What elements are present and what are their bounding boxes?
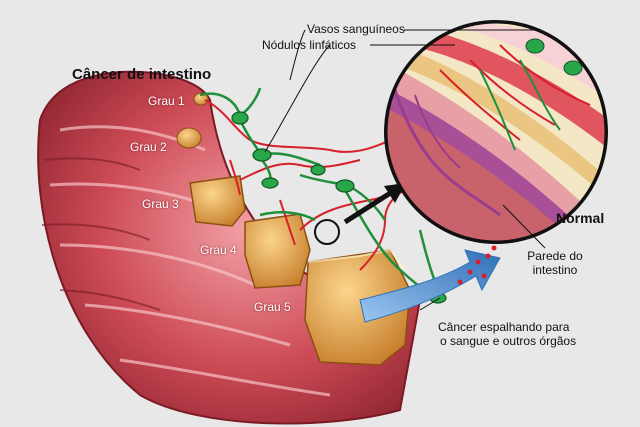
diagram-title: Câncer de intestino <box>72 66 212 83</box>
tumor-grade-4 <box>244 213 311 289</box>
lymph-nodes <box>231 111 447 304</box>
label-intestine-wall-line1: Parede do <box>527 249 583 263</box>
label-grade-2: Grau 2 <box>130 140 167 154</box>
label-normal: Normal <box>556 210 605 226</box>
label-intestine-wall: Parede do intestino <box>520 249 590 277</box>
label-grade-3: Grau 3 <box>142 197 179 211</box>
tumor-grade-5 <box>304 248 411 366</box>
spread-arrow <box>359 245 501 323</box>
tumor-grade-1 <box>193 92 209 106</box>
label-grade-1: Grau 1 <box>148 94 185 108</box>
label-spread-line2: o sangue e outros órgãos <box>440 334 577 348</box>
tumor-grade-2 <box>176 127 202 149</box>
label-grade-5: Grau 5 <box>254 300 291 314</box>
label-blood-vessels: Vasos sanguíneos <box>307 22 405 36</box>
label-spread-line1: Câncer espalhando para <box>438 320 570 334</box>
tumor-grade-3 <box>189 175 246 227</box>
normal-wall-inset <box>384 20 608 244</box>
label-spread: Câncer espalhando para o sangue e outros… <box>438 320 576 348</box>
label-grade-4: Grau 4 <box>200 243 237 257</box>
leader-lines <box>264 29 546 311</box>
label-lymph-nodes: Nódulos linfáticos <box>262 38 357 52</box>
magnifier-circle <box>314 219 340 245</box>
label-intestine-wall-line2: intestino <box>532 263 578 277</box>
